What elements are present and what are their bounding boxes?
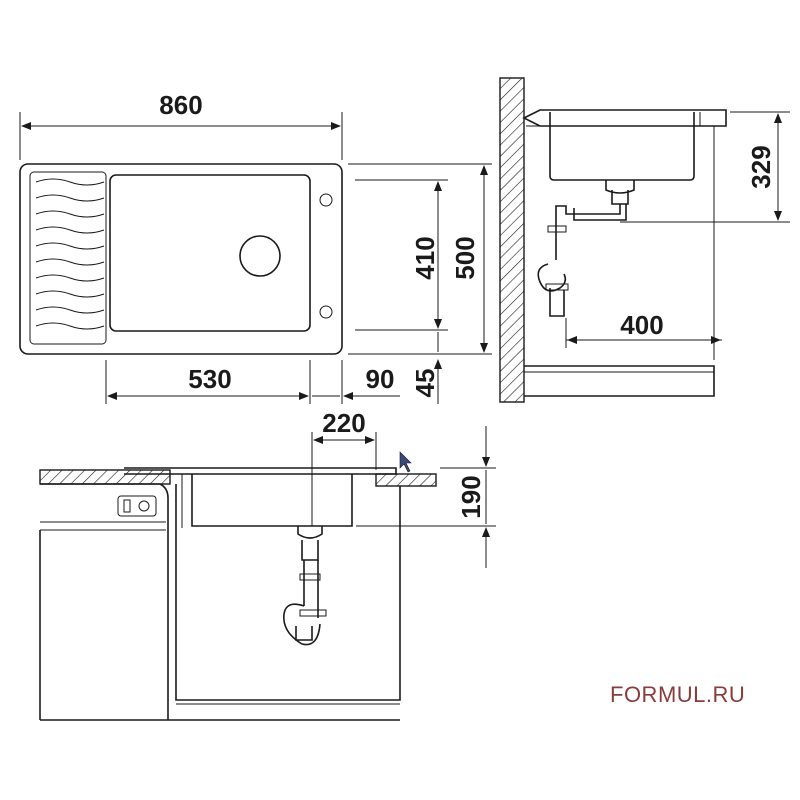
countertop-left — [39, 469, 171, 485]
dim-90: 90 — [366, 364, 395, 394]
dim-220: 220 — [322, 408, 365, 438]
dim-410: 410 — [410, 236, 440, 279]
dim-190: 190 — [456, 475, 486, 518]
side-section-view: 329 400 — [499, 77, 790, 403]
sink-outline — [19, 163, 343, 355]
control-panel — [117, 495, 157, 517]
countertop-right — [375, 473, 437, 487]
top-view: 860 410 500 45 530 90 — [19, 90, 492, 404]
dim-530: 530 — [188, 364, 231, 394]
dim-400: 400 — [620, 310, 663, 340]
watermark-text: FORMUL.RU — [610, 682, 745, 707]
dim-45: 45 — [410, 369, 440, 398]
drainer-grooves — [29, 171, 107, 345]
drain-hole — [239, 235, 281, 277]
tap-hole — [319, 193, 333, 207]
overflow-hole — [319, 305, 333, 319]
mouse-cursor-icon — [399, 451, 412, 473]
wall-hatch — [499, 77, 525, 403]
dim-329: 329 — [746, 145, 776, 188]
bowl-outline — [109, 174, 311, 332]
dim-500: 500 — [450, 236, 480, 279]
front-section-view: 220 190 — [39, 408, 496, 721]
dim-860: 860 — [159, 90, 202, 120]
